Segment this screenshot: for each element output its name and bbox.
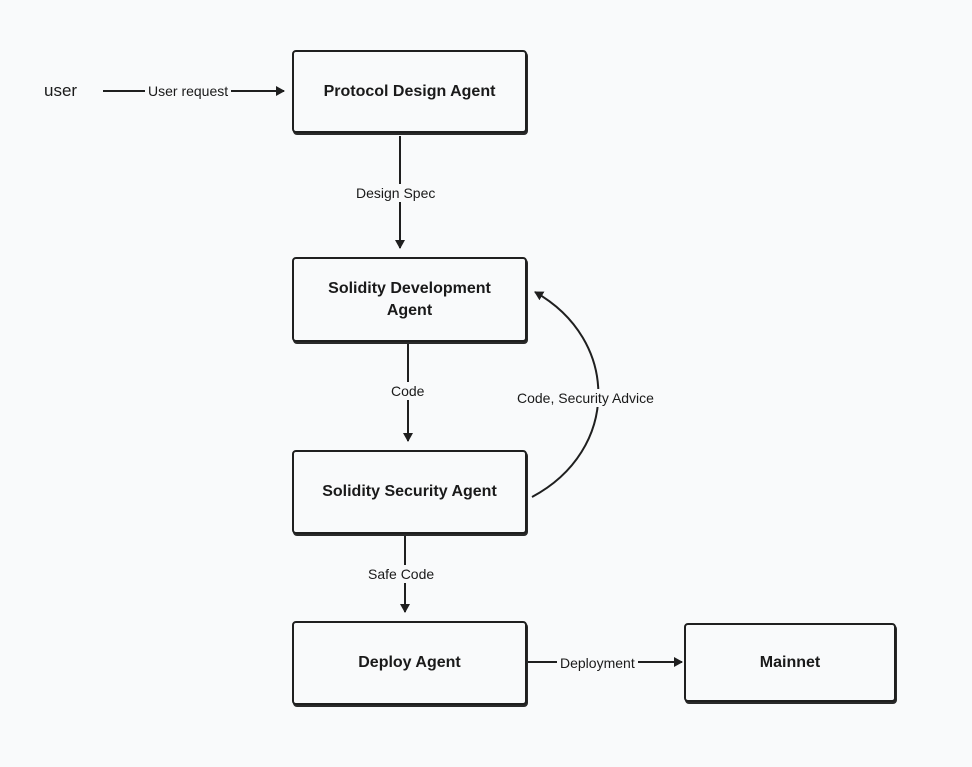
user-node: user	[44, 81, 78, 100]
edge-label-code-security-advice: Code, Security Advice	[514, 389, 657, 407]
edge-label-design-spec: Design Spec	[353, 184, 439, 202]
protocol-design-agent-node: Protocol Design Agent	[292, 50, 527, 133]
edge-label-safe-code: Safe Code	[365, 565, 438, 583]
deploy-agent-node: Deploy Agent	[292, 621, 527, 705]
edge-label-code: Code	[388, 382, 428, 400]
solidity-security-agent-node: Solidity Security Agent	[292, 450, 527, 534]
edge-label-deployment: Deployment	[557, 654, 638, 672]
mainnet-node: Mainnet	[684, 623, 896, 702]
solidity-development-agent-node: Solidity Development Agent	[292, 257, 527, 342]
edge-label-user-request: User request	[145, 82, 232, 100]
